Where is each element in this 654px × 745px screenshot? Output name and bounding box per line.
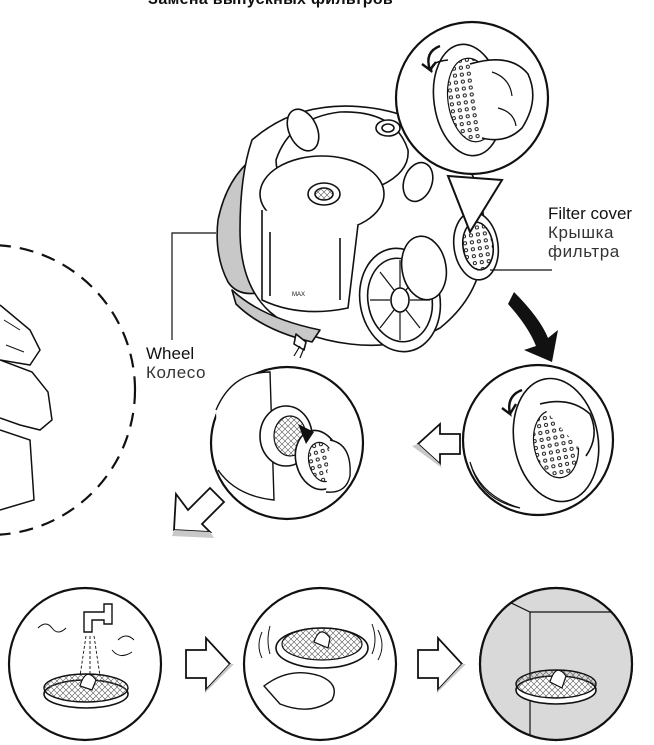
arrow-down-left-icon <box>172 488 224 538</box>
arrow-right-icon <box>186 638 234 694</box>
step-circle-remove-cover <box>463 365 613 515</box>
dashed-detail-circle <box>0 245 135 535</box>
arrow-right-icon-2 <box>418 638 466 694</box>
arrow-left-icon <box>412 424 460 468</box>
step-arrow-icon <box>508 292 558 362</box>
wheel-label: Wheel Колесо <box>146 344 206 382</box>
step-circle-dry <box>480 588 632 740</box>
step-circle-shake <box>244 588 396 740</box>
wheel-label-en: Wheel <box>146 344 206 363</box>
wheel-label-ru: Колесо <box>146 363 206 382</box>
step-circle-take-out-filter <box>211 367 363 519</box>
step-circle-wash <box>9 588 161 740</box>
filter-cover-label: Filter cover Крышка фильтра <box>548 204 632 261</box>
filter-cover-label-en: Filter cover <box>548 204 632 223</box>
svg-text:MAX: MAX <box>292 292 305 298</box>
filter-cover-label-ru-2: фильтра <box>548 242 632 261</box>
filter-cover-label-ru-1: Крышка <box>548 223 632 242</box>
